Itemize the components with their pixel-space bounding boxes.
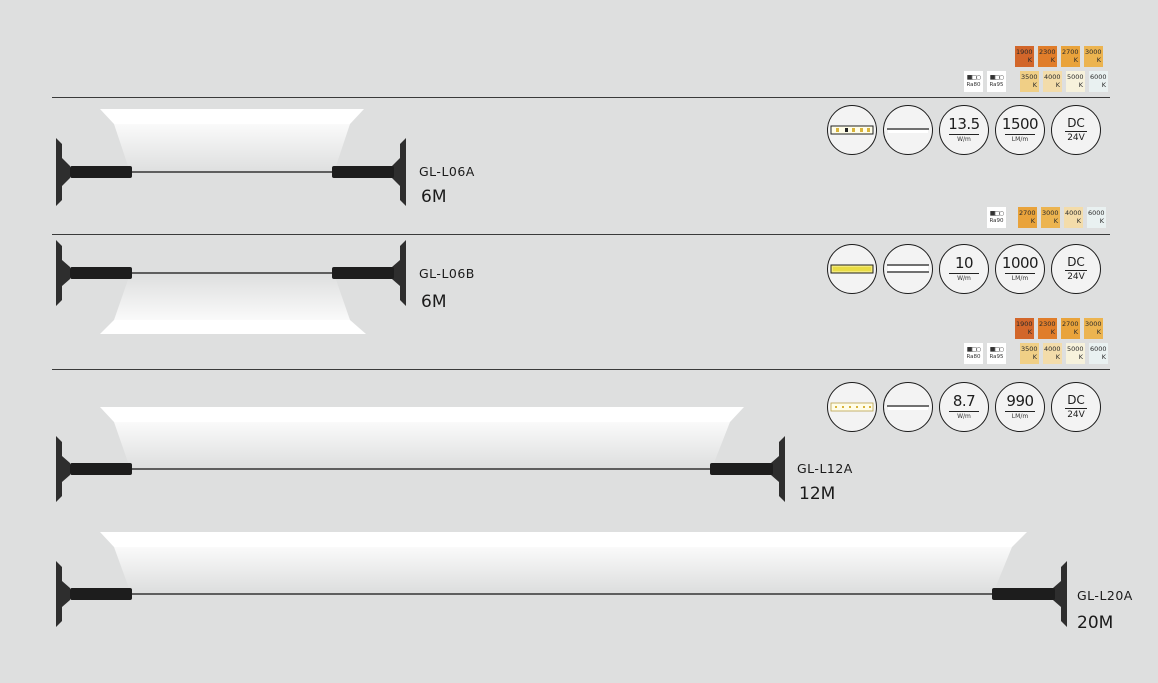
strip-chip-icon [827,244,877,294]
cri-icon: ■□○ [966,74,982,81]
cri-badge: ■□○Ra95 [987,343,1006,364]
model-label: GL-L06A [419,164,475,179]
section-divider [52,369,1110,370]
length-label: 12M [799,484,836,504]
cri-icon: ■□○ [989,74,1005,81]
fixture-drawing-l20a [56,532,1067,627]
cri-icon: ■□○ [966,346,982,353]
cri-badge: ■□○Ra80 [964,343,983,364]
fixture-drawing-l06b [56,240,406,334]
fixture-drawing-l06a [56,109,406,206]
length-label: 20M [1077,613,1114,633]
section-divider [52,234,1110,235]
diffuser-profile-icon [883,105,933,155]
cri-icon: ■□○ [989,346,1005,353]
section-divider [52,97,1110,98]
model-label: GL-L12A [797,461,853,476]
cri-badge: ■□○Ra80 [964,71,983,92]
cri-badge: ■□○Ra95 [987,71,1006,92]
cri-badge: ■□○Ra90 [987,207,1006,228]
strip-chip-icon [827,105,877,155]
diffuser-profile-icon [883,244,933,294]
cri-icon: ■□○ [989,210,1005,217]
length-label: 6M [421,292,447,312]
diffuser-profile-icon [883,382,933,432]
model-label: GL-L06B [419,266,475,281]
strip-chip-icon [827,382,877,432]
length-label: 6M [421,187,447,207]
model-label: GL-L20A [1077,588,1133,603]
fixture-drawing-l12a [56,407,785,502]
